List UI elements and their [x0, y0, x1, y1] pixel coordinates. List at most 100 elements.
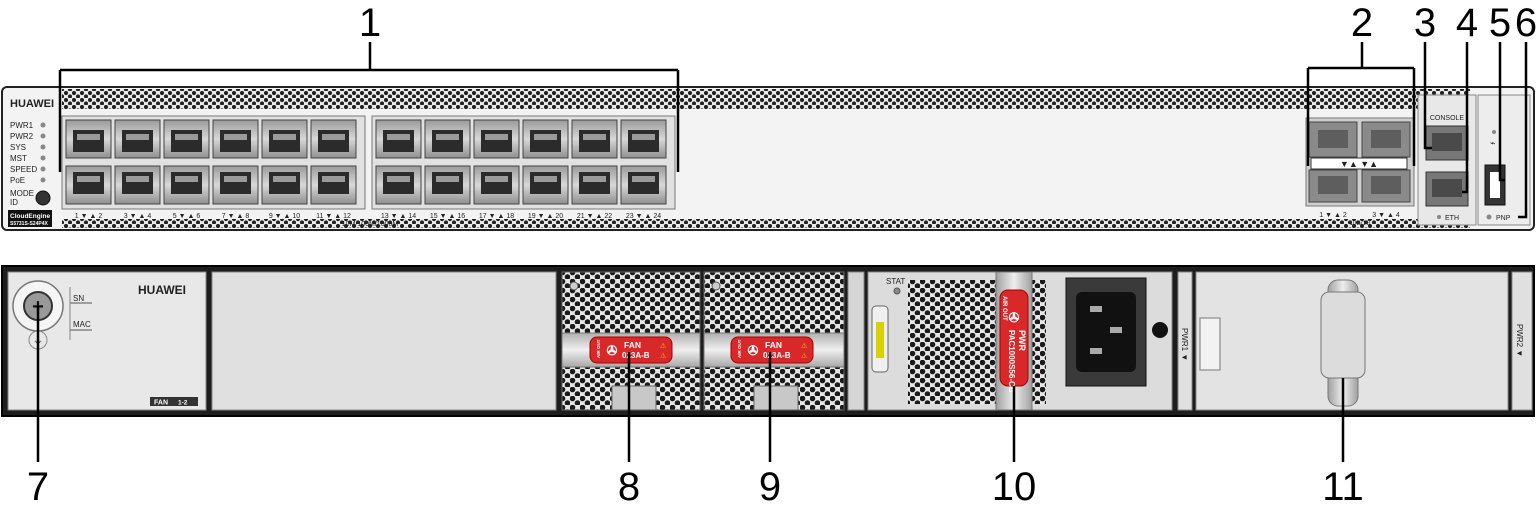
psu-stat-led: [893, 287, 901, 295]
psu-1-latch-tab: [876, 322, 884, 358]
model-number: S5731S-S24P4X: [10, 221, 48, 227]
rj45-jack-10: [269, 172, 300, 194]
ac-pin-2: [1110, 327, 1122, 333]
port-number-label: 9 ▼ ▲ 10: [269, 213, 300, 220]
power-slot-2-filler: PWR2 ▼: [1195, 271, 1533, 411]
callout-4: 4: [1456, 1, 1478, 45]
sfp-slot-1: [1318, 130, 1348, 148]
rear-panel: + ⏚ HUAWEI SN MAC FAN 1-2 AIR OUT ✇ FAN …: [1, 265, 1535, 462]
psu-2-filler-handle-grip: [1320, 291, 1366, 379]
blank-filler-panel: [211, 271, 557, 411]
sfp-slot-4: [1371, 176, 1401, 194]
rj45-pins-12: [322, 176, 345, 182]
led-label-poe: PoE: [10, 176, 25, 185]
rj45-pins-22: [583, 176, 606, 182]
rj45-pins-7: [224, 134, 247, 140]
rj45-pins-13: [387, 134, 410, 140]
rj45-jack-5: [171, 130, 202, 152]
ac-inlet-socket[interactable]: [1076, 292, 1136, 372]
rj45-port-grid: [65, 119, 667, 205]
rj45-pins-24: [632, 176, 655, 182]
rj45-jack-16: [432, 172, 463, 194]
fan-1-air-icon: ✇: [607, 343, 618, 358]
indicator-leds: PWR1 PWR2 SYS MST SPEED PoE: [10, 121, 46, 185]
eth-led: [1437, 215, 1441, 219]
port-number-label: 5 ▼ ▲ 6: [173, 213, 201, 220]
fan-2-latch: [753, 385, 799, 411]
pnp-led: [1486, 214, 1492, 220]
rj45-jack-9: [269, 130, 300, 152]
callout-8: 8: [618, 465, 640, 509]
front-vent-bottom: [62, 219, 1470, 228]
callout-5: 5: [1489, 1, 1511, 45]
model-badge: [8, 210, 52, 227]
usb-port-slot: [1490, 172, 1500, 198]
rj45-pins-5: [175, 134, 198, 140]
rj45-pins-11: [322, 134, 345, 140]
fan-1-warning-icon-2: ⚠: [660, 352, 666, 360]
psu-air-out: AIR OUT: [1001, 296, 1007, 321]
fan-2-air-icon: ✇: [748, 343, 759, 358]
port-number-label: 11 ▼ ▲ 12: [316, 213, 351, 220]
mode-button[interactable]: [35, 190, 51, 206]
rj45-jack-23: [628, 130, 659, 152]
rj45-jack-14: [383, 172, 414, 194]
rj45-pins-17: [485, 134, 508, 140]
fan-2-air-out: AIR OUT: [737, 339, 742, 358]
rj45-jack-6: [171, 172, 202, 194]
fan-slot-tag: [150, 397, 198, 406]
led-sys: [40, 144, 46, 150]
led-speed: [40, 166, 46, 172]
sfp-numbers-left: 1 ▼ ▲ 2: [1319, 212, 1347, 219]
rj45-jack-4: [122, 172, 153, 194]
fan-2-warning-icon: ⚠: [801, 342, 807, 350]
fan-module-1[interactable]: AIR OUT ✇ FAN 023A-B ⚠ ⚠: [561, 271, 701, 411]
rj45-pins-21: [583, 134, 606, 140]
mode-label: MODE: [10, 189, 34, 198]
fan-1-warning-icon: ⚠: [660, 342, 666, 350]
port-number-label: 13 ▼ ▲ 14: [381, 213, 416, 220]
callout-2: 2: [1351, 1, 1373, 45]
fan-2-warning-icon-2: ⚠: [801, 352, 807, 360]
front-brand-logo: HUAWEI: [10, 98, 54, 110]
rj45-jack-18: [481, 172, 512, 194]
rj45-pins-14: [387, 176, 410, 182]
fan-module-2-label: [730, 336, 814, 364]
power-module-1[interactable]: STAT AIR OUT ✇ PWR PAC1000S56-CB PWR1 ▼: [867, 271, 1193, 411]
callout-6: 6: [1515, 1, 1537, 45]
led-label-speed: SPEED: [10, 165, 37, 174]
sfp-numbers-right: 3 ▼ ▲ 4: [1372, 212, 1400, 219]
rj45-jack-12: [318, 172, 349, 194]
fan-slot-number: 1-2: [178, 400, 188, 407]
fan-slot-label: FAN: [154, 400, 168, 407]
rj45-pins-4: [126, 176, 149, 182]
pwr2-label: PWR2 ▼: [1515, 324, 1524, 357]
usb-led: [1492, 130, 1496, 134]
fan-2-name: FAN: [765, 340, 782, 350]
rj45-pins-3: [126, 134, 149, 140]
led-label-pwr1: PWR1: [10, 121, 34, 130]
led-pwr1: [40, 122, 46, 128]
mac-label: MAC: [73, 320, 91, 329]
psu-2-filler-latch: [1199, 317, 1221, 371]
pwr1-label: PWR1 ▼: [1180, 328, 1189, 361]
psu-1-slot-strip: [1177, 271, 1193, 411]
callout-11: 11: [1322, 465, 1364, 509]
sfp-slot-3: [1371, 130, 1401, 148]
rj45-jack-13: [383, 130, 414, 152]
fan-1-air-out: AIR OUT: [596, 339, 601, 358]
callout-4-leader: [1462, 42, 1469, 194]
rj45-pins-23: [632, 134, 655, 140]
ac-pin-1: [1090, 306, 1102, 312]
rj45-jack-3: [122, 130, 153, 152]
sfp-led-strip: [1310, 157, 1408, 170]
rj45-pins-2: [77, 176, 100, 182]
rj45-jack-24: [628, 172, 659, 194]
rj45-jack-7: [220, 130, 251, 152]
psu-pwr-name: PWR: [1017, 330, 1027, 351]
eth-label: ETH: [1445, 215, 1459, 222]
rj45-pins-8: [224, 176, 247, 182]
rj45-jack-19: [530, 130, 561, 152]
fan-module-2[interactable]: AIR OUT ✇ FAN 023A-B ⚠ ⚠: [703, 271, 845, 411]
fan-module-1-label: [589, 336, 673, 364]
